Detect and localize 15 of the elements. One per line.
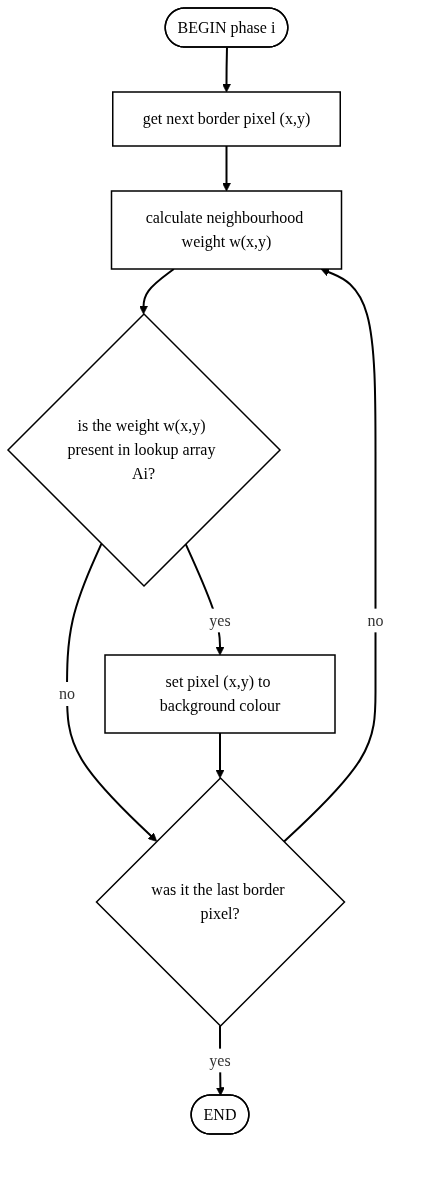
edge-label: no xyxy=(59,685,75,702)
node-box: set pixel (x,y) to background colour xyxy=(104,654,336,734)
arrow xyxy=(184,542,225,656)
arrow xyxy=(66,542,158,842)
edge-label: yes xyxy=(209,611,231,629)
edge-label: yes xyxy=(209,1051,231,1069)
arrow xyxy=(222,145,231,192)
edge-label: no xyxy=(367,611,384,629)
arrow xyxy=(215,732,225,779)
arrow xyxy=(139,268,175,315)
node-diamond: was it the last border pixel? xyxy=(95,776,346,1028)
node-diamond: is the weight w(x,y) present in lookup array Ai? xyxy=(6,312,282,588)
node-box: calculate neighbourhood weight w(x,y) xyxy=(110,190,343,270)
arrow xyxy=(222,46,231,93)
node-box: get next border pixel (x,y) xyxy=(112,91,341,147)
